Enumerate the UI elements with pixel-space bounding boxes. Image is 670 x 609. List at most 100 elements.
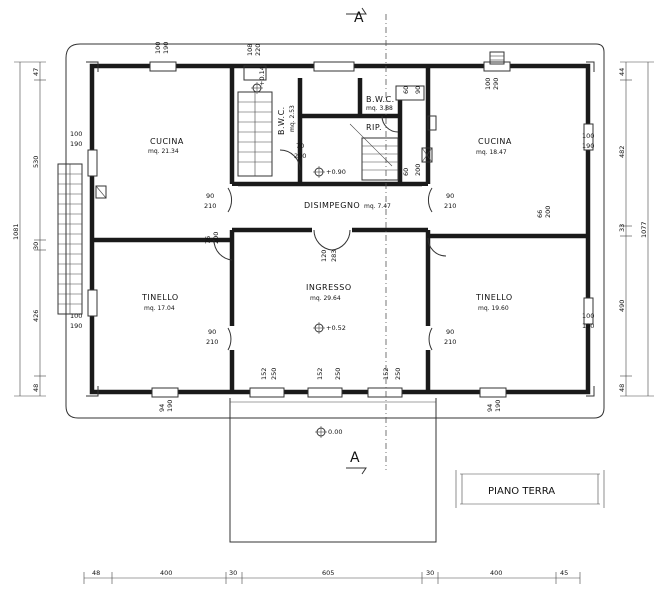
dim-door-cucina-right-w: 90 [446, 192, 454, 200]
dim-door-tinello-left-v-w: 76 [204, 236, 212, 244]
plan-title: PIANO TERRA [488, 486, 555, 497]
dim-door-cucina-right-h: 210 [444, 202, 456, 210]
room-area-ingresso: mq. 29.64 [310, 295, 341, 302]
dim-front-opening-b-w: 152 [316, 368, 324, 380]
room-area-bwc-right: mq. 3.88 [366, 105, 393, 112]
external-stairs [57, 163, 83, 315]
room-name-cucina-left: CUCINA [150, 137, 184, 146]
dim-right-window-tinello-h: 190 [582, 322, 594, 330]
dim-bottom-45: 45 [560, 569, 568, 577]
dim-bottom-400-left: 400 [160, 569, 172, 577]
dim-left-window-tinello-w: 100 [70, 312, 82, 320]
dim-left-window-cucina-h: 190 [70, 140, 82, 148]
room-name-tinello-right: TINELLO [475, 293, 513, 302]
dim-bottom-window-left-h: 190 [166, 400, 174, 412]
dim-right-490: 490 [618, 300, 626, 312]
room-area-cucina-right: mq. 18.47 [476, 149, 507, 156]
dim-front-opening-a-w: 152 [260, 368, 268, 380]
section-line [346, 7, 387, 475]
room-area-cucina-left: mq. 21.34 [148, 148, 179, 155]
dim-left-window-cucina-w: 100 [70, 130, 82, 138]
dim-door-bwc-right-a-h: 90 [414, 86, 422, 94]
dim-right-44: 44 [618, 68, 626, 76]
exterior-walls [89, 63, 591, 395]
level-bwc: +0.14 [258, 66, 266, 86]
dim-right-482: 482 [618, 146, 626, 158]
room-area-disimpegno: mq. 7.47 [364, 203, 391, 210]
dim-top-window-right-h: 290 [492, 78, 500, 90]
room-labels: CUCINA mq. 21.34 CUCINA mq. 18.47 B.W.C.… [141, 95, 513, 312]
dim-top-window-left-h: 190 [162, 42, 170, 54]
room-name-cucina-right: CUCINA [478, 137, 512, 146]
level-markers [251, 82, 327, 438]
dim-left-1081: 1081 [12, 223, 20, 240]
dim-door-tinello-left-w: 90 [208, 328, 216, 336]
dim-left-48: 48 [32, 384, 40, 392]
dim-bottom-400-right: 400 [490, 569, 502, 577]
windows [87, 61, 594, 398]
plinth-outline [65, 43, 605, 419]
right-dimension-chain [620, 61, 654, 397]
dim-bottom-48: 48 [92, 569, 100, 577]
level-terrace: 0.00 [328, 428, 342, 436]
dim-left-426: 426 [32, 310, 40, 322]
section-mark-top: A [354, 10, 364, 26]
dim-left-47: 47 [32, 68, 40, 76]
left-dimension-chain [14, 61, 46, 397]
dim-bottom-605: 605 [322, 569, 334, 577]
level-landing: +0.90 [326, 168, 346, 176]
dim-door-cucina-left-h: 210 [204, 202, 216, 210]
dim-door-cucina-right-v-h: 200 [544, 206, 552, 218]
dim-bottom-window-right-w: 94 [486, 404, 494, 412]
dim-bottom-window-left-w: 94 [158, 404, 166, 412]
dim-door-bwc-left-w: 70 [296, 142, 304, 150]
dim-bottom-30-left: 30 [229, 569, 237, 577]
dim-top-door-bwc-w: 108 [246, 44, 254, 56]
dim-door-bwc-right-b-w: 60 [402, 168, 410, 176]
dim-front-opening-b-h: 250 [334, 368, 342, 380]
dim-top-door-bwc-h: 220 [254, 44, 262, 56]
dim-door-tinello-left-h: 210 [206, 338, 218, 346]
dim-right-1077: 1077 [640, 221, 648, 238]
section-mark-bottom: A [350, 450, 360, 466]
dim-right-33: 33 [618, 224, 626, 232]
dim-left-30: 30 [32, 242, 40, 250]
room-name-disimpegno: DISIMPEGNO [304, 201, 360, 210]
room-name-rip: RIP. [366, 123, 382, 132]
dim-left-530: 530 [32, 156, 40, 168]
room-name-tinello-left: TINELLO [141, 293, 179, 302]
dim-left-window-tinello-h: 190 [70, 322, 82, 330]
dim-right-window-tinello-w: 100 [582, 312, 594, 320]
dim-door-bwc-left-h: 200 [294, 152, 306, 160]
dim-front-opening-c-w: 152 [382, 368, 390, 380]
room-name-bwc-left: B.W.C. [277, 106, 286, 135]
dim-bottom-30-right: 30 [426, 569, 434, 577]
room-area-bwc-left: mq. 2.53 [289, 105, 296, 132]
dim-bottom-window-right-h: 190 [494, 400, 502, 412]
front-terrace [229, 398, 437, 543]
dim-front-opening-c-h: 250 [394, 368, 402, 380]
room-name-ingresso: INGRESSO [306, 283, 352, 292]
room-area-tinello-left: mq. 17.04 [144, 305, 175, 312]
doors [213, 115, 447, 351]
dim-door-bwc-right-a-w: 60 [402, 86, 410, 94]
opening-dimensions: 100 190 108 220 100 290 100 190 100 190 … [70, 42, 594, 412]
interior-walls [92, 66, 588, 392]
stairs-right [349, 123, 399, 181]
dim-right-window-cucina-h: 190 [582, 142, 594, 150]
corner-detail [86, 61, 595, 397]
dim-front-opening-a-h: 250 [270, 368, 278, 380]
level-ingresso: +0.52 [326, 324, 346, 332]
dim-door-tinello-right-h: 210 [444, 338, 456, 346]
dim-door-ingresso-w: 120 [320, 250, 328, 262]
dim-door-tinello-right-w: 90 [446, 328, 454, 336]
dim-top-window-right-w: 100 [484, 78, 492, 90]
stairs-left [237, 91, 273, 177]
bottom-dimension-chain [83, 572, 581, 584]
dim-door-ingresso-h: 283 [330, 250, 338, 262]
dim-door-cucina-right-v-w: 66 [536, 210, 544, 218]
room-name-bwc-right: B.W.C. [366, 95, 395, 104]
dim-right-48: 48 [618, 384, 626, 392]
title-block [455, 470, 605, 508]
